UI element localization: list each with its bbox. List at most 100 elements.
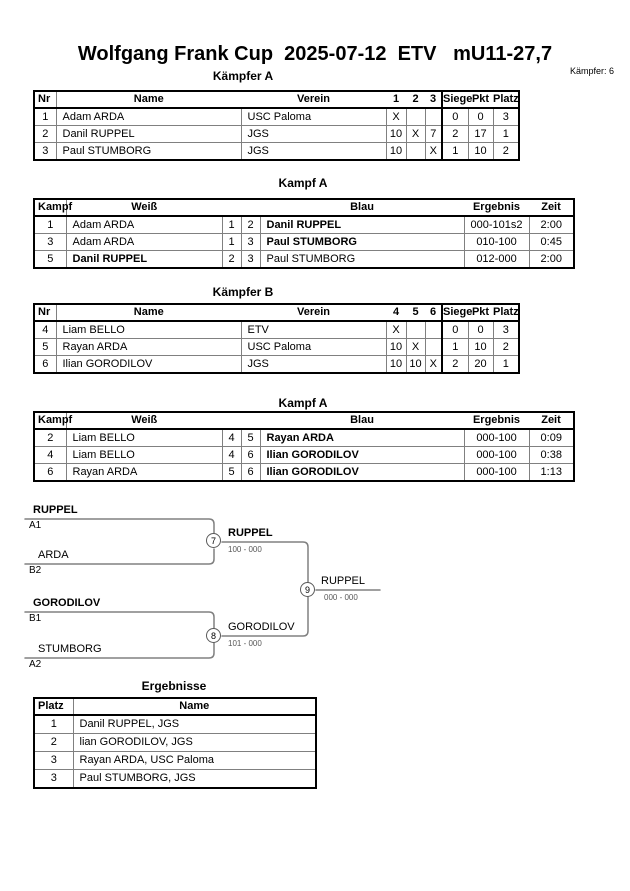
cell-nr: 5 [33,338,57,356]
col-header-platz: Platz [493,304,519,322]
table-row: 2 Danil RUPPEL JGS 10 X 7 2 17 1 [33,125,520,143]
cell-verein: USC Paloma [240,107,387,126]
table-row: 4 Liam BELLO ETV X 0 0 3 [33,320,520,339]
col-header-wnr [222,199,241,217]
cell-r3: X [424,355,443,374]
cell-name: Adam ARDA [55,107,242,126]
col-header-kampf: Kampf [34,412,72,430]
table-row: 6 Ilian GORODILOV JGS 10 10 X 2 20 1 [33,355,520,374]
table-row: 6 Rayan ARDA 5 6 Ilian GORODILOV 000-100… [33,463,575,482]
cell-r2 [405,320,426,339]
cell-name: Liam BELLO [55,320,242,339]
col-header-ergebnis: Ergebnis [464,199,529,217]
col-header-name: Name [73,698,316,716]
cell-name: Rayan ARDA, USC Paloma [72,751,317,770]
cell-pkt: 20 [467,355,494,374]
cell-zeit: 0:45 [528,233,575,251]
cell-pkt: 17 [467,125,494,143]
cell-bnr: 6 [240,446,261,464]
cell-ergebnis: 000-101s2 [463,215,530,234]
cell-weiss: Danil RUPPEL [65,250,223,269]
heading-kampf-a-2: Kampf A [278,396,328,410]
cell-ergebnis: 010-100 [463,233,530,251]
bracket-match-8-circle: 8 [206,628,221,643]
cell-siege: 0 [441,107,469,126]
bracket-sf2-top-seed: B1 [29,613,42,624]
table-row: 2 Liam BELLO 4 5 Rayan ARDA 000-100 0:09 [33,428,575,447]
bracket-final-winner: RUPPEL [321,575,366,587]
kaempfer-a-table: Nr Name Verein 1 2 3 Siege Pkt Platz 1 A… [33,90,520,161]
cell-siege: 2 [441,355,469,374]
cell-r3 [424,320,443,339]
cell-platz: 3 [492,320,520,339]
bracket-sf2-score: 101 - 000 [228,639,262,648]
cell-blau: Paul STUMBORG [259,233,465,251]
col-header-pkt: Pkt [468,91,493,109]
cell-bnr: 5 [240,428,261,447]
col-header-zeit: Zeit [529,199,574,217]
cell-wnr: 4 [221,446,242,464]
cell-r2: 10 [405,355,426,374]
cell-zeit: 0:38 [528,446,575,464]
cell-blau: Ilian GORODILOV [259,463,465,482]
col-header-siege: Siege [442,304,472,322]
bracket-match-7-circle: 7 [206,533,221,548]
cell-kampf: 2 [33,428,67,447]
bracket-sf1-top-seed: A1 [29,520,42,531]
heading-kaempfer-a: Kämpfer A [212,69,274,83]
cell-name: Ilian GORODILOV [55,355,242,374]
bracket-sf2-bottom-seed: A2 [29,659,42,670]
bracket-sf1-winner: RUPPEL [228,527,273,539]
cell-weiss: Rayan ARDA [65,463,223,482]
cell-bnr: 6 [240,463,261,482]
cell-zeit: 2:00 [528,250,575,269]
col-header-siege: Siege [442,91,472,109]
bracket-sf1-bottom-name: ARDA [38,549,69,561]
cell-name: lian GORODILOV, JGS [72,733,317,752]
heading-kampf-a-1: Kampf A [278,176,328,190]
cell-platz: 2 [33,733,74,752]
kampf-a-table-1: Kampf Weiß Blau Ergebnis Zeit 1 Adam ARD… [33,198,575,269]
cell-name: Paul STUMBORG, JGS [72,769,317,789]
table-row: 3 Paul STUMBORG JGS 10 X 1 10 2 [33,142,520,161]
cell-wnr: 5 [221,463,242,482]
cell-r2: X [405,125,426,143]
header-row: Kampf Weiß Blau Ergebnis Zeit [34,412,574,430]
col-header-3: 3 [425,91,443,109]
col-header-6: 6 [425,304,443,322]
cell-kampf: 6 [33,463,67,482]
col-header-blau: Blau [260,199,464,217]
cell-ergebnis: 000-100 [463,446,530,464]
col-header-wnr [222,412,241,430]
cell-name: Paul STUMBORG [55,142,242,161]
cell-wnr: 4 [221,428,242,447]
cell-verein: JGS [240,355,387,374]
cell-siege: 1 [441,338,469,356]
col-header-weiss: Weiß [66,199,222,217]
bracket-sf1-bottom-seed: B2 [29,565,42,576]
cell-r2 [405,142,426,161]
cell-platz: 1 [492,355,520,374]
table-row: 5 Rayan ARDA USC Paloma 10 X 1 10 2 [33,338,520,356]
cell-platz: 1 [33,714,74,734]
header-row: Platz Name [34,698,316,716]
bracket-sf1-top-name: RUPPEL [33,504,78,516]
table-row: 1 Danil RUPPEL, JGS [33,714,317,734]
cell-kampf: 3 [33,233,67,251]
cell-blau: Rayan ARDA [259,428,465,447]
cell-r1: 10 [385,338,407,356]
cell-nr: 1 [33,107,57,126]
bracket-sf2-top-name: GORODILOV [33,597,101,609]
col-header-platz: Platz [493,91,519,109]
cell-nr: 6 [33,355,57,374]
table-row: 5 Danil RUPPEL 2 3 Paul STUMBORG 012-000… [33,250,575,269]
cell-siege: 2 [441,125,469,143]
cell-weiss: Adam ARDA [65,215,223,234]
cell-bnr: 3 [240,233,261,251]
cell-pkt: 10 [467,338,494,356]
col-header-blau: Blau [260,412,464,430]
cell-weiss: Liam BELLO [65,446,223,464]
cell-nr: 2 [33,125,57,143]
col-header-name: Name [56,304,241,322]
tournament-bracket: RUPPEL A1 ARDA B2 7 RUPPEL 100 - 000 GOR… [0,495,630,690]
